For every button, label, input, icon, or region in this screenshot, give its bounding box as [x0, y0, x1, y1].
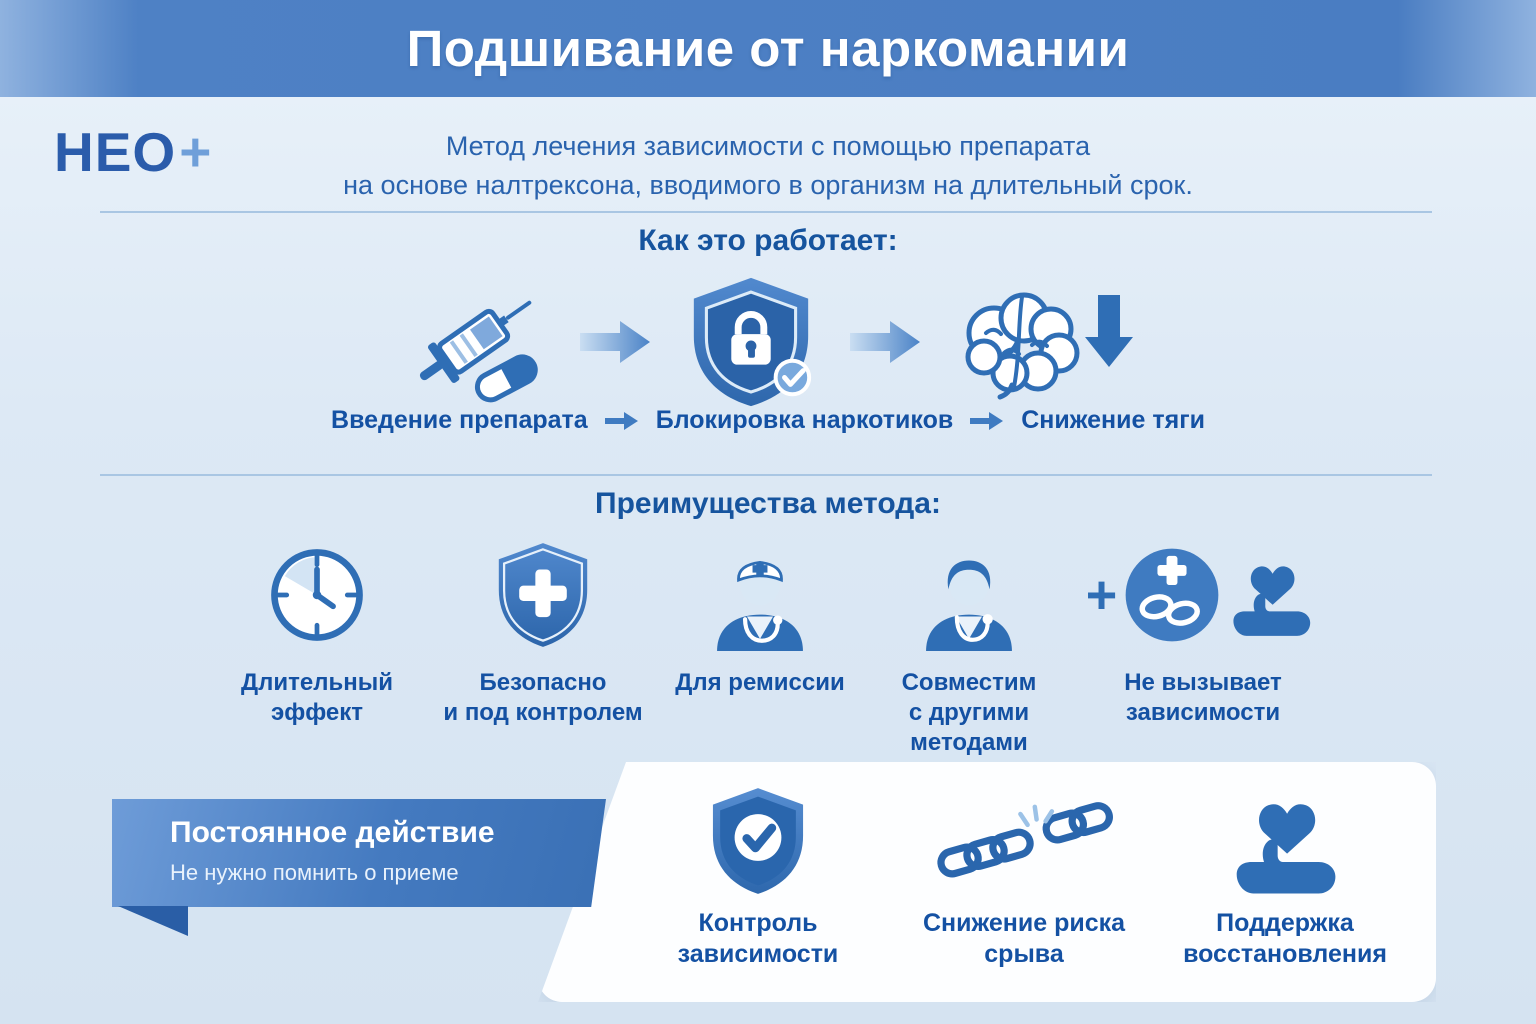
arrow-right-icon: [604, 411, 638, 430]
benefit-risk-reduction: Снижение риска срыва: [889, 780, 1159, 1002]
shield-cross-icon: [498, 543, 588, 647]
advantage-remission: Для ремиссии: [655, 534, 865, 698]
advantage-duration: Длительный эффект: [203, 534, 431, 728]
clinic-logo: НЕО+: [54, 120, 212, 184]
advantages-title: Преимущества метода:: [595, 487, 941, 520]
flow-arrow-icon: [849, 321, 920, 363]
advantage-label: Длительный эффект: [241, 669, 393, 726]
advantage-safety: Безопасно и под контролем: [431, 534, 655, 728]
ribbon-subtitle: Не нужно помнить о приеме: [170, 860, 459, 885]
step-label-blocking: Блокировка наркотиков: [655, 406, 954, 434]
advantages-row: Длительный эффект Безопасно и под контро…: [203, 534, 1333, 758]
broken-chain-icon: [937, 801, 1113, 877]
logo-text: НЕО: [54, 121, 177, 183]
ribbon-fold: [118, 906, 188, 936]
benefit-label: Поддержка восстановления: [1183, 909, 1387, 968]
benefits-row: Контроль зависимости: [538, 762, 1436, 1002]
intro-line-1: Метод лечения зависимости с помощью преп…: [445, 131, 1091, 161]
hand-heart-icon: [1236, 804, 1336, 894]
advantage-no-addiction: + Не вызывает зависимости: [1073, 534, 1333, 728]
advantage-label: Не вызывает зависимости: [1124, 669, 1282, 726]
advantage-label: Для ремиссии: [675, 669, 845, 696]
section-divider: [100, 211, 1432, 213]
step-label-craving: Снижение тяги: [1021, 406, 1205, 434]
section-divider: [100, 474, 1432, 476]
flow-arrow-icon: [579, 321, 650, 363]
doctor-stethoscope-icon: [926, 560, 1012, 651]
logo-plus-icon: +: [179, 121, 213, 183]
step-label-injection: Введение препарата: [331, 406, 588, 434]
clock-icon: [271, 549, 363, 641]
doctor-cap-icon: [717, 560, 803, 651]
page-title: Подшивание от наркомании: [406, 20, 1130, 77]
how-it-works-label-row: Введение препарата Блокировка наркотиков…: [0, 406, 1536, 435]
shield-check-icon: [712, 788, 804, 894]
advantage-label: Безопасно и под контролем: [443, 669, 643, 726]
chain-circle-icon: [1125, 548, 1219, 642]
intro-line-2: на основе налтрексона, вводимого в орган…: [343, 170, 1193, 200]
advantage-compatible: Совместим с другими методами: [865, 534, 1073, 758]
highlight-ribbon: Постоянное действие Не нужно помнить о п…: [112, 799, 606, 907]
header-banner: Подшивание от наркомании: [0, 0, 1536, 97]
syringe-pill-icon: [419, 300, 538, 402]
arrow-right-icon: [970, 411, 1004, 430]
how-it-works-title: Как это работает:: [638, 224, 898, 257]
benefits-panel: Контроль зависимости: [538, 762, 1436, 1002]
benefit-recovery-support: Поддержка восстановления: [1170, 780, 1400, 1002]
benefit-label: Снижение риска срыва: [922, 909, 1126, 968]
how-it-works-icon-row: [0, 272, 1536, 412]
brain-decrease-icon: [965, 292, 1133, 400]
advantage-label: Совместим с другими методами: [901, 669, 1037, 756]
intro-text: Метод лечения зависимости с помощью преп…: [0, 127, 1536, 205]
plus-icon: +: [1085, 565, 1118, 625]
hand-heart-icon: [1233, 566, 1311, 636]
ribbon-title: Постоянное действие: [170, 816, 495, 849]
benefit-label: Контроль зависимости: [677, 909, 839, 968]
shield-lock-icon: [693, 277, 811, 407]
benefit-control: Контроль зависимости: [638, 780, 878, 1002]
